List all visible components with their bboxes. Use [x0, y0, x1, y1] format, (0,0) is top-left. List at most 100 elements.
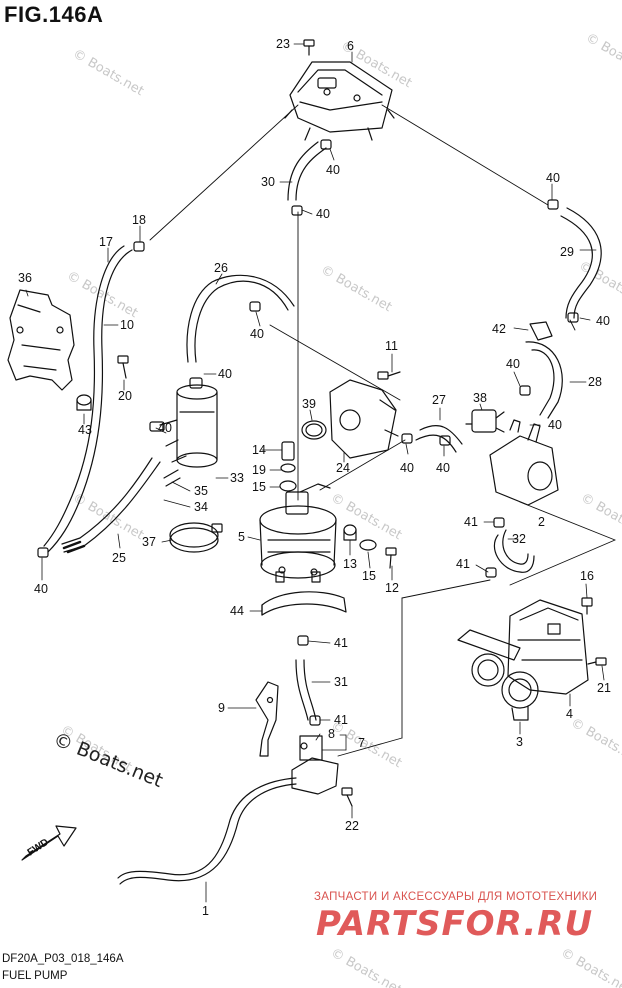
callout-31: 31 [334, 675, 348, 689]
watermark: © Boats.net [70, 46, 146, 99]
callout-40: 40 [400, 461, 414, 475]
callout-14: 14 [252, 443, 266, 457]
hose-part-31 [295, 635, 321, 726]
hose-part-28 [519, 321, 563, 419]
watermark: © Boats.net [568, 715, 622, 768]
callout-42: 42 [492, 322, 506, 336]
fuel-connector-part-8 [291, 735, 339, 795]
callout-43: 43 [78, 423, 92, 437]
callout-32: 32 [512, 532, 526, 546]
callout-2: 2 [538, 515, 545, 529]
watermark-large: © Boats.net [50, 728, 166, 792]
callout-40: 40 [596, 314, 610, 328]
collar-part-13 [343, 524, 357, 541]
hose-part-29 [547, 199, 602, 323]
shop-caption: ЗАПЧАСТИ И АКСЕССУАРЫ ДЛЯ МОТОТЕХНИКИ [314, 891, 598, 903]
callout-40: 40 [548, 418, 562, 432]
callout-5: 5 [238, 530, 245, 544]
watermark: © Boats.net [318, 262, 394, 315]
bolt-part-16 [581, 597, 593, 615]
callout-33: 33 [230, 471, 244, 485]
figure-code: DF20A_P03_018_146A [2, 953, 124, 965]
bolt-part-21 [587, 657, 607, 666]
hose-part-30 [287, 141, 327, 201]
hose-part-27 [401, 425, 463, 453]
callout-6: 6 [347, 39, 354, 53]
figure-title: FIG.146A [4, 2, 104, 27]
callout-29: 29 [560, 245, 574, 259]
callout-21: 21 [597, 681, 611, 695]
callout-37: 37 [142, 535, 156, 549]
clip-part-40 [291, 139, 332, 216]
bolt-part-23 [303, 39, 315, 56]
callout-4: 4 [566, 707, 573, 721]
callout-36: 36 [18, 271, 32, 285]
callout-17: 17 [99, 235, 113, 249]
fwd-label: FWD [26, 837, 51, 859]
callout-39: 39 [302, 397, 316, 411]
callout-40: 40 [506, 357, 520, 371]
bolt-part-12 [385, 547, 397, 569]
bolt-part-11 [377, 371, 401, 380]
callout-23: 23 [276, 37, 290, 51]
hose-part-26 [186, 274, 295, 363]
grommet-part-19 [280, 463, 296, 473]
callout-3: 3 [516, 735, 523, 749]
valve-part-38 [465, 409, 505, 433]
callout-40: 40 [316, 207, 330, 221]
callout-19: 19 [252, 463, 266, 477]
callout-18: 18 [132, 213, 146, 227]
fuel-pump-part-2 [489, 419, 559, 506]
watermark: © Boats.net [328, 490, 404, 543]
callout-44: 44 [230, 604, 244, 618]
callout-12: 12 [385, 581, 399, 595]
watermark: © Boats.net [578, 490, 622, 543]
callout-40: 40 [250, 327, 264, 341]
callout-11: 11 [385, 339, 398, 353]
callout-40: 40 [326, 163, 340, 177]
callout-26: 26 [214, 261, 228, 275]
watermark: © Boats.net [558, 945, 622, 988]
callout-9: 9 [218, 701, 225, 715]
callout-41: 41 [456, 557, 470, 571]
spacer-part-14 [281, 441, 295, 461]
callout-1: 1 [202, 904, 209, 918]
washer-part-15b [359, 539, 377, 551]
bracket-part-36 [7, 289, 75, 391]
callout-40: 40 [34, 582, 48, 596]
callout-27: 27 [432, 393, 446, 407]
callout-30: 30 [261, 175, 275, 189]
hose-part-1 [117, 777, 297, 885]
callout-8: 8 [328, 727, 335, 741]
fwd-arrow-icon [21, 825, 77, 861]
callout-28: 28 [588, 375, 602, 389]
o-ring-part-39 [301, 420, 327, 440]
shop-logo: PARTSFOR.RU [316, 904, 594, 944]
callout-35: 35 [194, 484, 208, 498]
figure-name: FUEL PUMP [2, 970, 68, 982]
callout-41: 41 [334, 636, 348, 650]
callout-15: 15 [362, 569, 376, 583]
leader-lines [25, 43, 605, 903]
gasket-part-44 [261, 591, 347, 616]
callout-labels: 23 6 40 30 40 40 18 17 29 36 10 26 40 42… [18, 37, 611, 918]
callout-40: 40 [546, 171, 560, 185]
callout-15: 15 [252, 480, 266, 494]
hose-part-25 [61, 457, 161, 554]
fuel-cooler-part-6 [284, 61, 395, 141]
watermark: © Boats.net [70, 490, 146, 543]
pump-body-part-24 [329, 379, 399, 459]
hose-part-32 [485, 517, 535, 578]
bracket-part-9 [255, 681, 279, 757]
callout-38: 38 [473, 391, 487, 405]
clamp-part-3 [457, 629, 539, 721]
callout-24: 24 [336, 461, 350, 475]
callout-20: 20 [118, 389, 132, 403]
reference-lines [149, 104, 616, 757]
band-part-37 [169, 522, 223, 553]
callout-34: 34 [194, 500, 208, 514]
bolt-part-20 [117, 355, 129, 379]
cover-part-4 [507, 599, 589, 695]
grommet-part-43 [76, 394, 92, 411]
